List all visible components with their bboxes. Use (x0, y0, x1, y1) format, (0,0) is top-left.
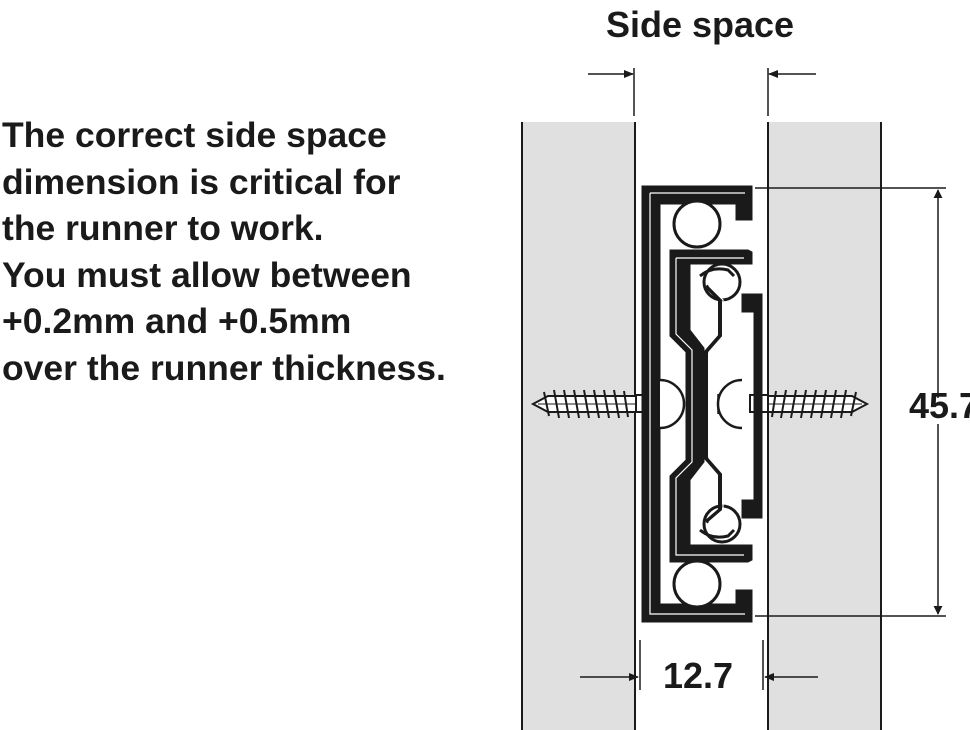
note-line-2: dimension is critical for (2, 161, 401, 202)
height-value: 45.7 (909, 385, 970, 426)
diagram-title: Side space (606, 4, 794, 45)
note-line-4: You must allow between (2, 254, 412, 295)
note-line-3: the runner to work. (2, 208, 324, 248)
note-line-1: The correct side space (2, 115, 387, 155)
cabinet-side-panel (522, 122, 635, 730)
side-space-dimension (588, 68, 816, 116)
note-line-5: +0.2mm and +0.5mm (2, 301, 352, 341)
width-value: 12.7 (663, 655, 733, 696)
height-dimension: 45.7 (755, 187, 970, 617)
ball-bearing (672, 559, 722, 609)
note-line-6: over the runner thickness. (2, 347, 446, 388)
width-dimension: 12.7 (580, 640, 818, 696)
drawer-side-panel (768, 122, 881, 730)
runner-profile (641, 185, 763, 623)
instruction-note: The correct side space dimension is crit… (2, 112, 502, 391)
ball-bearing (672, 199, 722, 249)
